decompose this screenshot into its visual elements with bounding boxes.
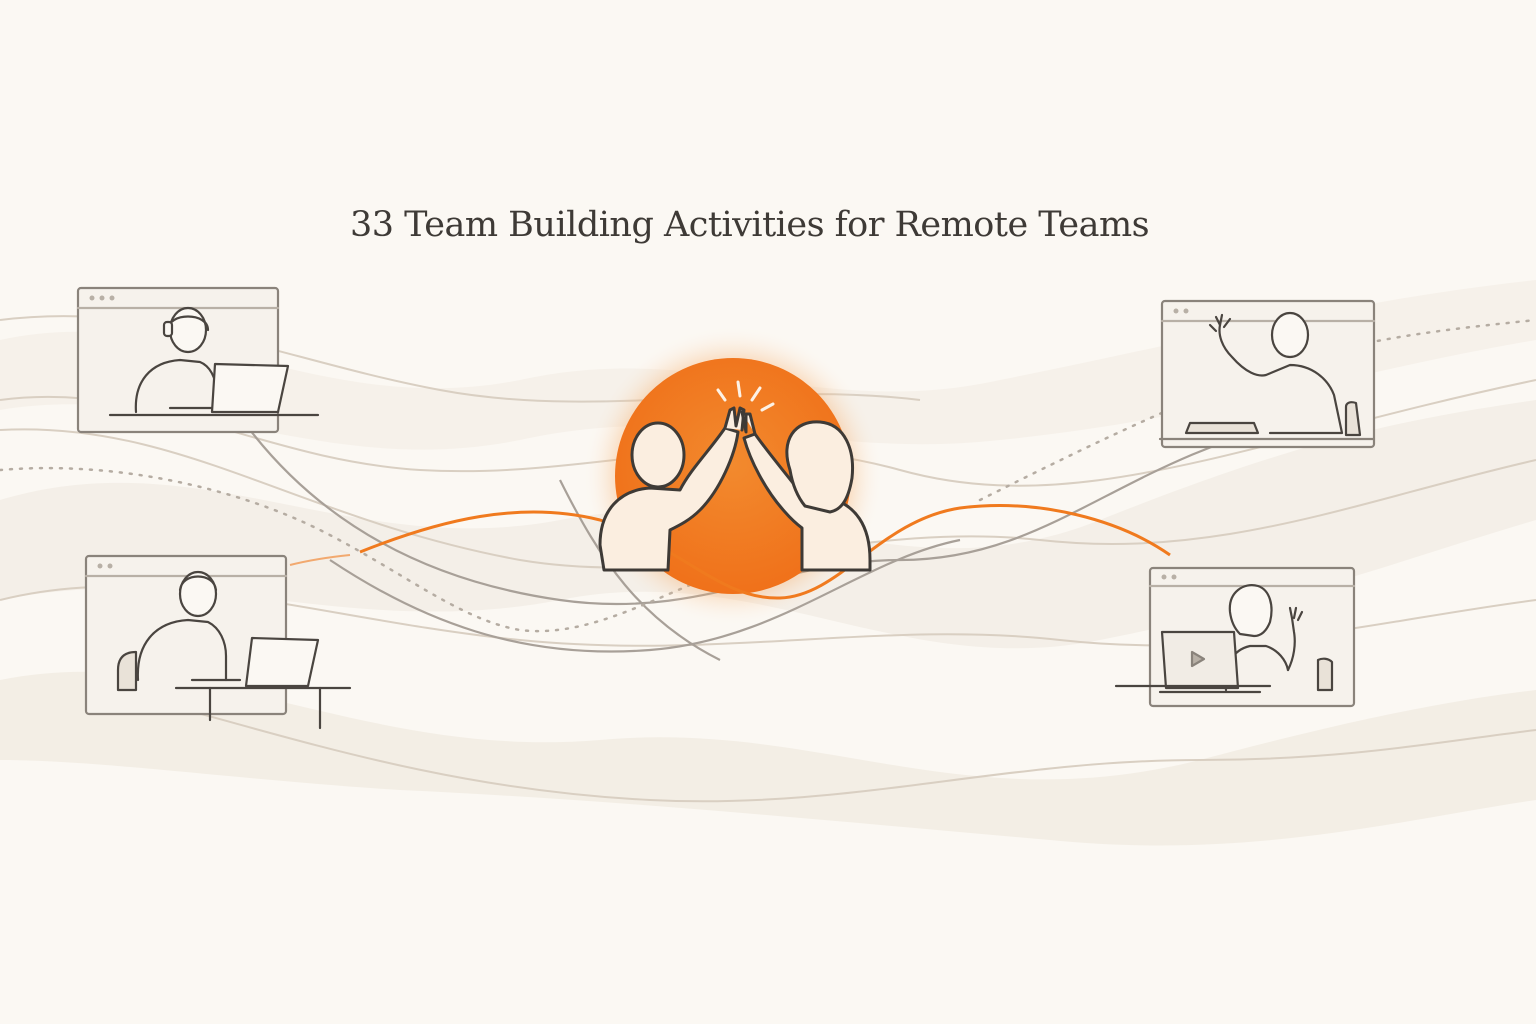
waving-person-video-icon	[1114, 566, 1356, 708]
page-title: 33 Team Building Activities for Remote T…	[350, 205, 1150, 245]
high-five-icon	[598, 380, 872, 572]
headset-person-laptop-icon	[76, 286, 320, 434]
person-laptop-icon	[84, 554, 352, 730]
waving-person-icon	[1158, 299, 1376, 449]
